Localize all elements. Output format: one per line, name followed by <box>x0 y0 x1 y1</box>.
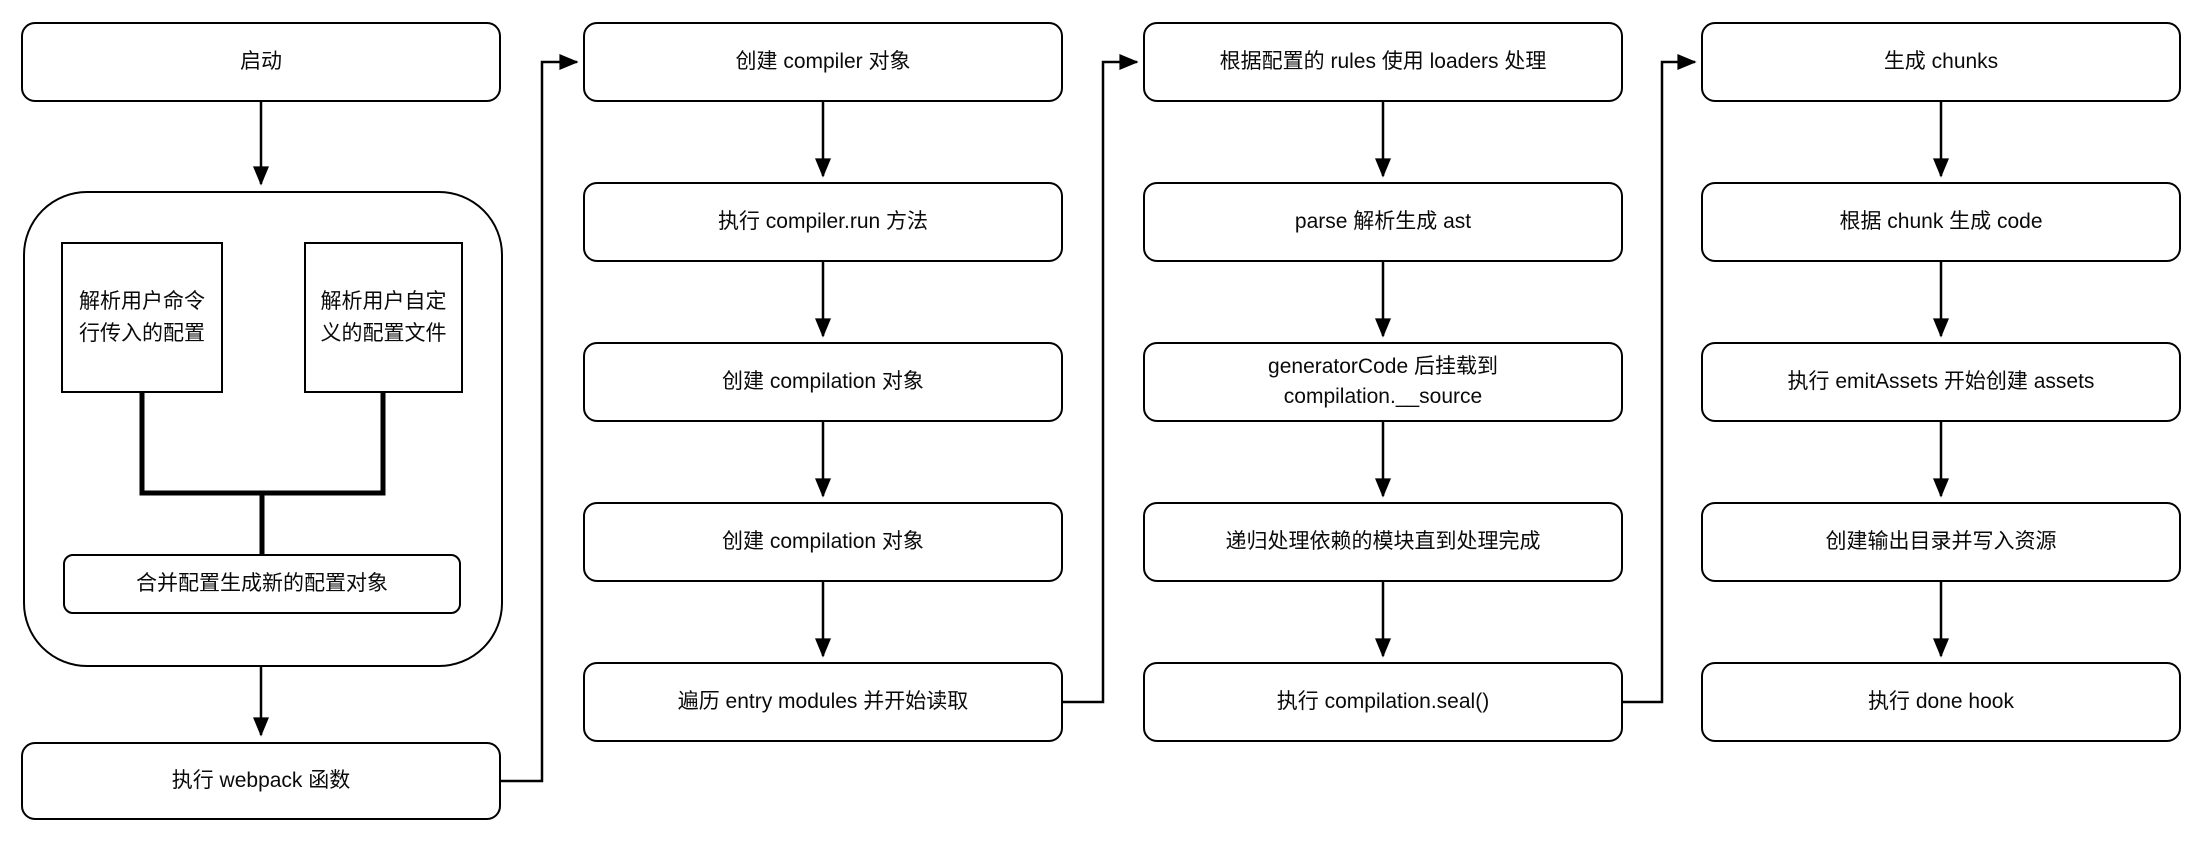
flow-node-emit-assets: 执行 emitAssets 开始创建 assets <box>1701 342 2181 422</box>
connector-webpack-to-compiler <box>501 54 579 783</box>
flow-node-compilation-seal: 执行 compilation.seal() <box>1143 662 1623 742</box>
merge-join-line <box>139 391 386 496</box>
flow-node-run-webpack: 执行 webpack 函数 <box>21 742 501 820</box>
connector-traverse-to-loaders <box>1063 54 1139 704</box>
flow-node-done-hook: 执行 done hook <box>1701 662 2181 742</box>
flow-node-start: 启动 <box>21 22 501 102</box>
flow-node-run-compiler: 执行 compiler.run 方法 <box>583 182 1063 262</box>
flow-node-chunk-code: 根据 chunk 生成 code <box>1701 182 2181 262</box>
flow-node-recurse-dependencies: 递归处理依赖的模块直到处理完成 <box>1143 502 1623 582</box>
flow-node-create-compilation-2: 创建 compilation 对象 <box>583 502 1063 582</box>
flow-node-write-output: 创建输出目录并写入资源 <box>1701 502 2181 582</box>
flow-node-apply-loaders: 根据配置的 rules 使用 loaders 处理 <box>1143 22 1623 102</box>
flow-node-merge-config: 合并配置生成新的配置对象 <box>63 554 461 614</box>
flow-node-generate-chunks: 生成 chunks <box>1701 22 2181 102</box>
flow-node-parse-ast: parse 解析生成 ast <box>1143 182 1623 262</box>
flow-node-parse-cli-config: 解析用户命令 行传入的配置 <box>61 242 223 393</box>
flow-node-parse-custom-config: 解析用户自定 义的配置文件 <box>304 242 463 393</box>
flow-node-traverse-entry-modules: 遍历 entry modules 并开始读取 <box>583 662 1063 742</box>
connector-seal-to-chunks <box>1623 54 1697 704</box>
flow-node-create-compilation-1: 创建 compilation 对象 <box>583 342 1063 422</box>
flow-node-generator-code: generatorCode 后挂载到 compilation.__source <box>1143 342 1623 422</box>
flow-node-create-compiler: 创建 compiler 对象 <box>583 22 1063 102</box>
